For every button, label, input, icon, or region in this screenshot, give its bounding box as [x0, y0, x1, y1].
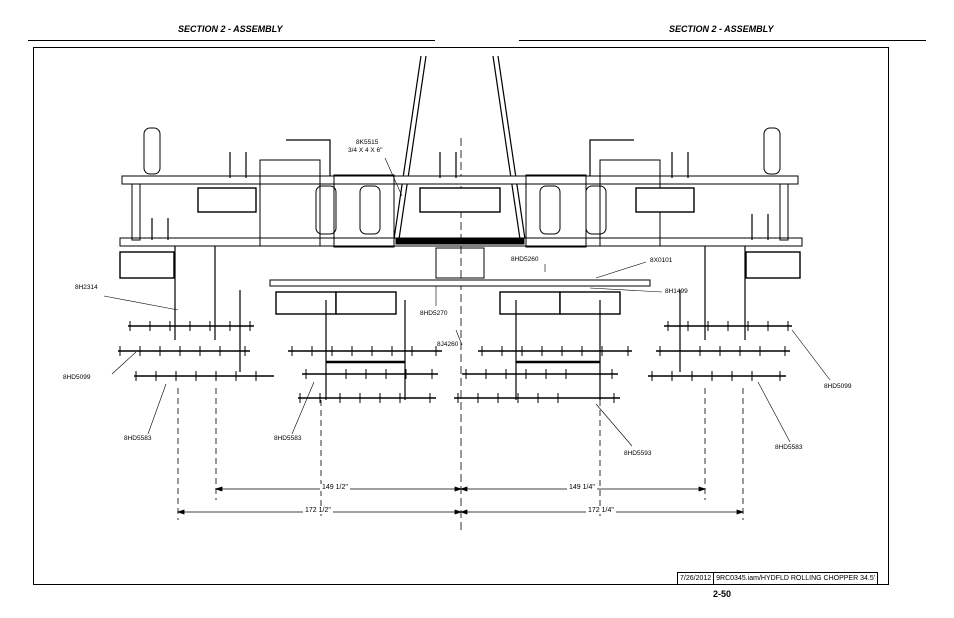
transport-tires	[143, 127, 781, 235]
callout-right-inner-chopper: 8HD5593	[624, 450, 652, 457]
callout-left-outer-chopper: 8HD5583	[124, 435, 152, 442]
dimension-outer-right: 172 1/4"	[586, 507, 616, 514]
dimension-inner-right: 149 1/4"	[567, 484, 597, 491]
page-number: 2-50	[713, 589, 732, 599]
chopper-drums-upper	[119, 187, 801, 315]
callout-right-gang: 8HD5099	[824, 383, 852, 390]
gang-blades	[119, 321, 789, 403]
dimension-lines	[176, 486, 745, 515]
section-header-right: SECTION 2 - ASSEMBLY	[669, 24, 774, 34]
callout-left-gang: 8HD5099	[63, 374, 91, 381]
hitch-tongue	[392, 55, 527, 247]
reference-lines	[177, 388, 744, 520]
hydraulic-cylinders	[151, 139, 769, 240]
callout-bolt-part: 8K5515	[356, 139, 379, 146]
callout-center-right-b: 8H1499	[665, 288, 688, 295]
main-frame	[119, 159, 803, 287]
header-rule-left	[28, 40, 435, 41]
callout-center-left-b: 8HD5270	[420, 310, 448, 317]
dimension-outer-left: 172 1/2"	[303, 507, 333, 514]
title-block: 7/26/2012 9RC0345.iam/HYDFLD ROLLING CHO…	[677, 572, 879, 585]
callout-center-right-a: 8X0101	[650, 257, 673, 264]
callout-left-inner-chopper: 8HD5583	[274, 435, 302, 442]
shanks	[174, 246, 746, 400]
callout-right-outer-chopper: 8HD5583	[775, 444, 803, 451]
header-rule-right	[519, 40, 926, 41]
drawing-frame	[33, 47, 889, 585]
section-header-left: SECTION 2 - ASSEMBLY	[178, 24, 283, 34]
title-block-divider	[713, 573, 715, 584]
callout-bolt-size: 3/4 X 4 X 6"	[348, 147, 383, 154]
title-block-file: 9RC0345.iam/HYDFLD ROLLING CHOPPER 34.5'	[716, 575, 876, 582]
callout-left-hitch: 8H2314	[75, 284, 98, 291]
gang-rows	[118, 325, 792, 399]
dimension-inner-left: 149 1/2"	[320, 484, 350, 491]
title-block-date: 7/26/2012	[680, 575, 712, 582]
callout-center-left-a: 8HD5260	[511, 256, 539, 263]
leader-lines	[103, 157, 831, 447]
callout-center-small: 8J4260	[437, 341, 459, 348]
